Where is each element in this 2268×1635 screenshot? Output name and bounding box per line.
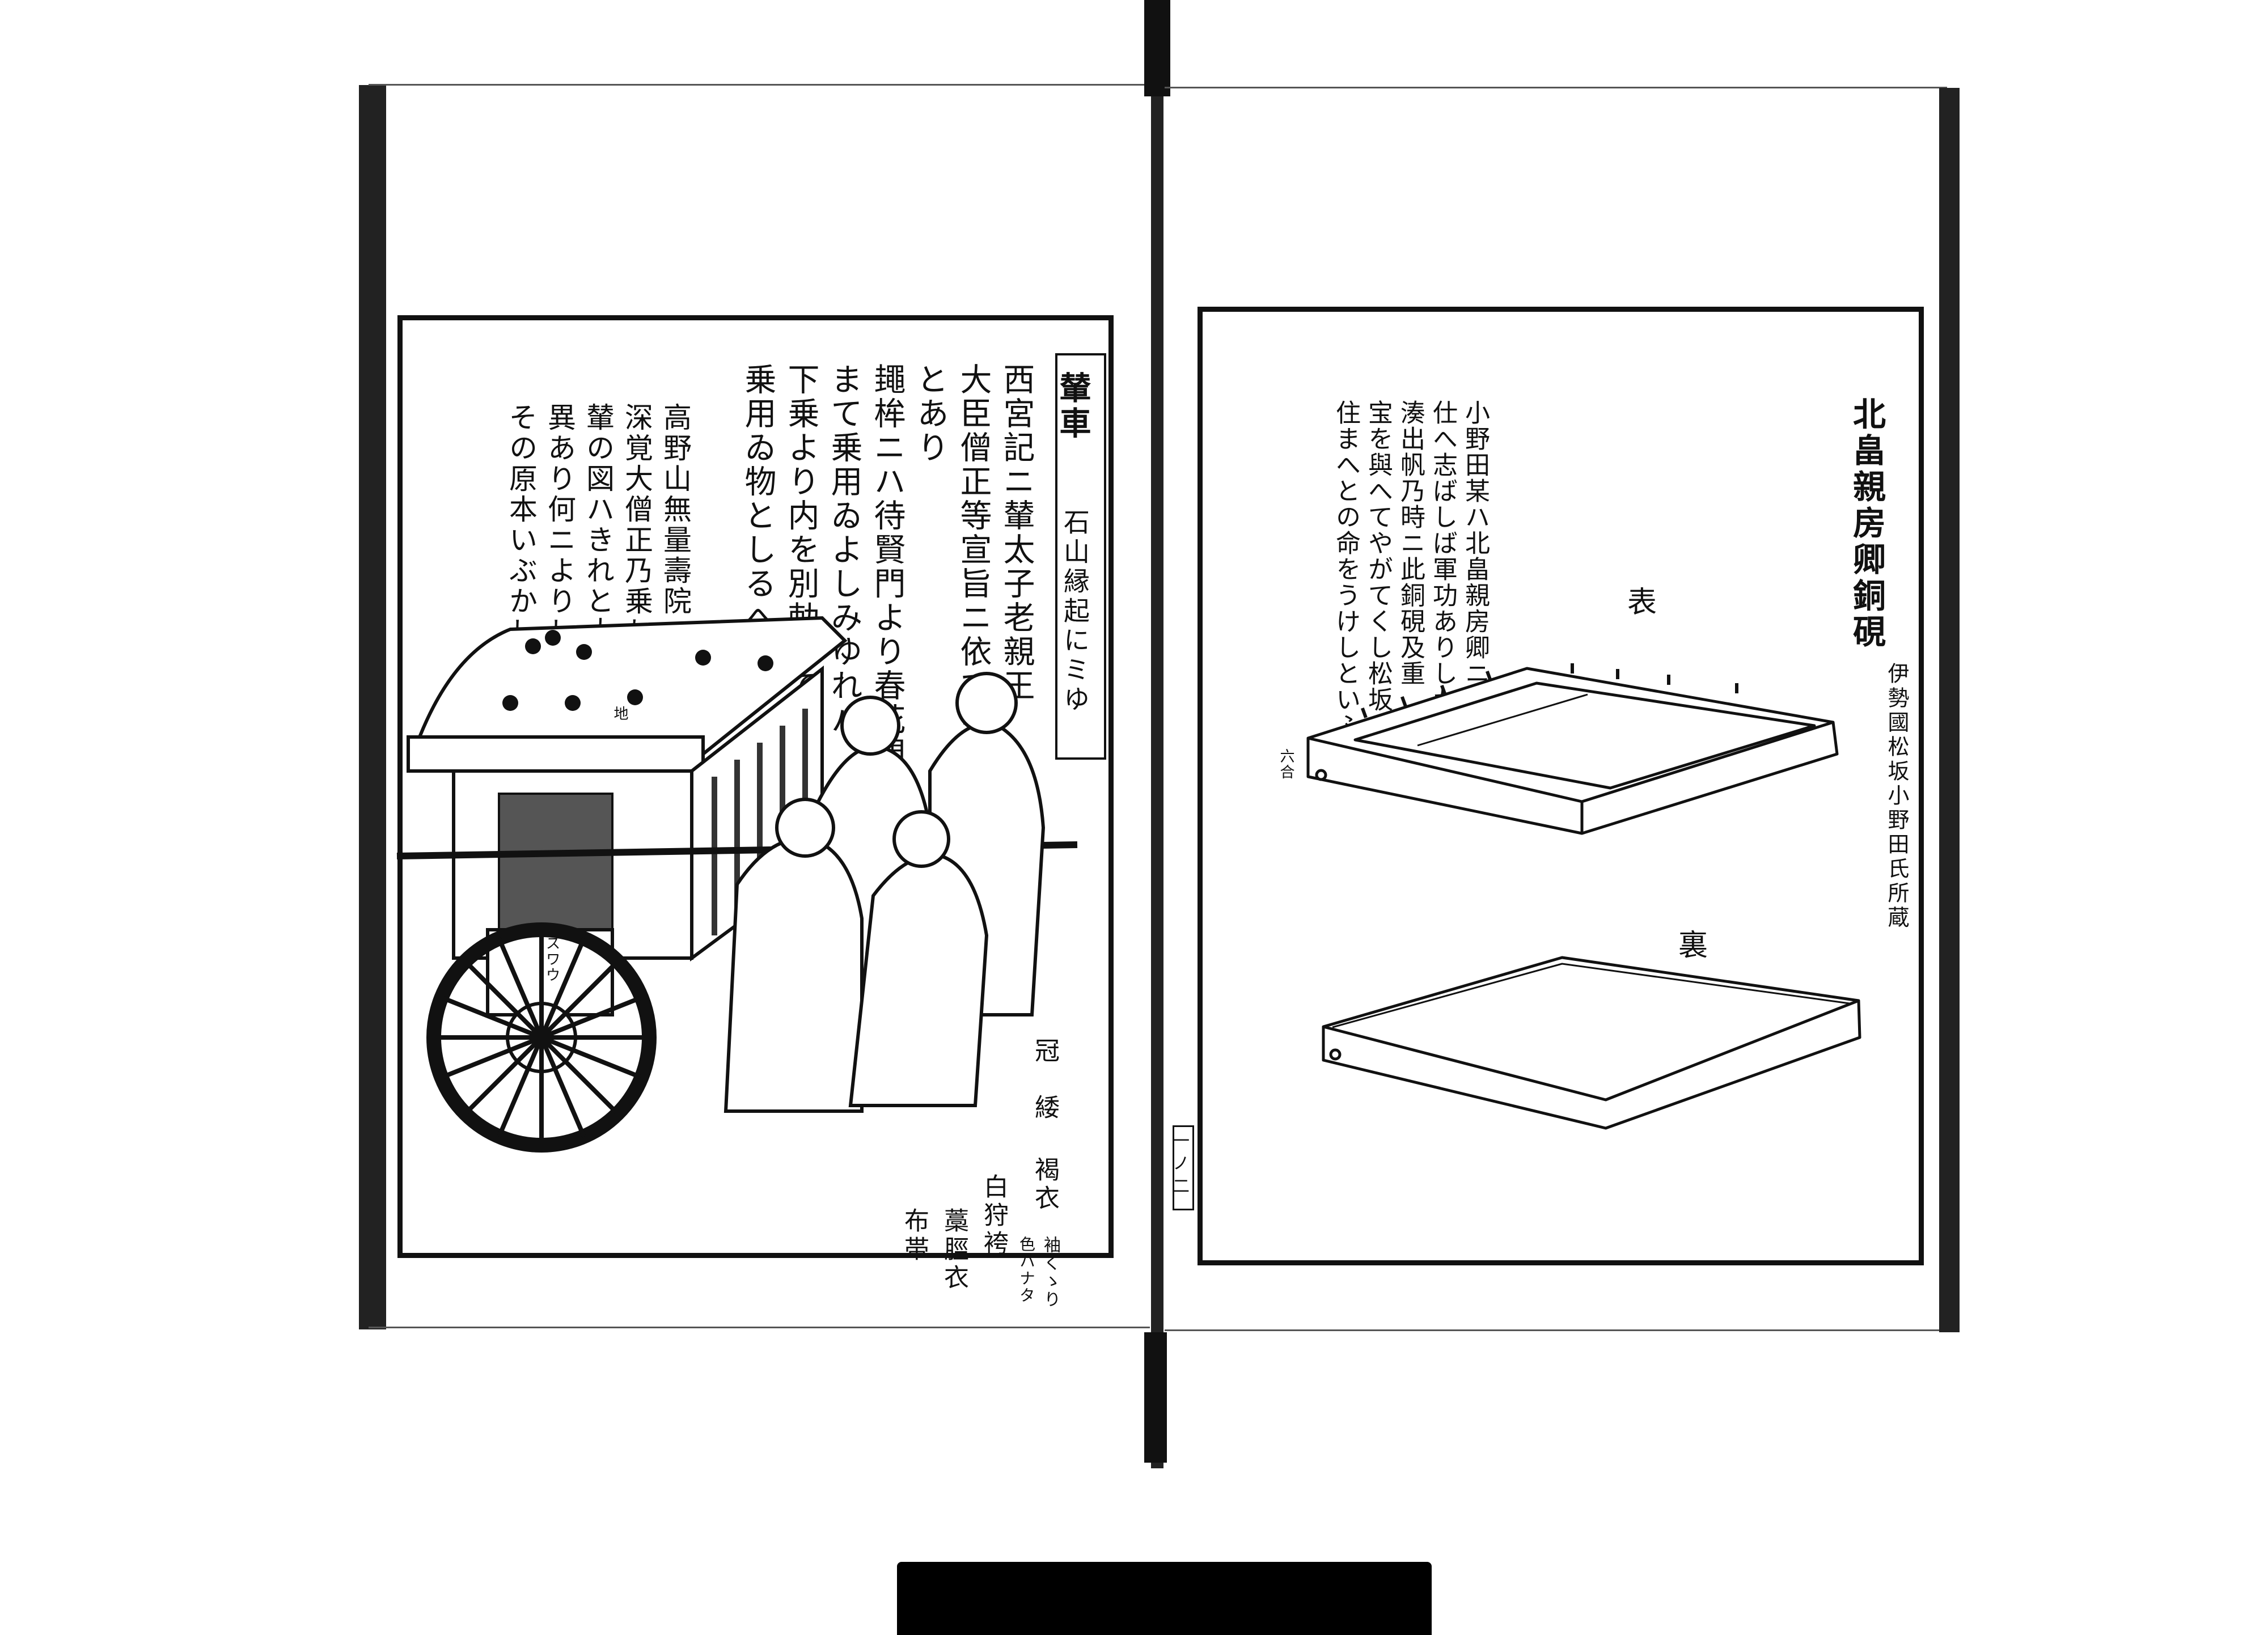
left-page-bottom-edge bbox=[369, 1327, 1150, 1328]
text-line: 宝を與へてやがてくし松坂ニ bbox=[1364, 400, 1393, 739]
owner-note: 伊勢國松坂小野田氏所蔵 bbox=[1884, 662, 1909, 930]
label-shirokarihakama: 白狩袴 bbox=[979, 1174, 1008, 1259]
attendant-figure bbox=[848, 853, 989, 1107]
label-kachie: 褐衣 bbox=[1030, 1157, 1059, 1213]
measure-marks bbox=[1361, 663, 1738, 718]
gutter-bottom-block bbox=[1144, 1332, 1167, 1463]
right-page-edge bbox=[1939, 88, 1960, 1332]
inkstone-title: 北畠親房卿銅硯 bbox=[1847, 397, 1886, 651]
title-heading: 輦車 bbox=[1054, 371, 1091, 442]
right-page-top-edge bbox=[1165, 87, 1947, 88]
attendant-head bbox=[955, 672, 1018, 734]
carriage-roof bbox=[417, 616, 848, 756]
attendant-figures bbox=[723, 672, 1046, 1113]
text-line: 西宮記ニ輦太子老親王 bbox=[998, 363, 1035, 703]
carriage-side-blinds bbox=[712, 709, 808, 935]
left-page-top-edge bbox=[369, 84, 1150, 86]
attendant-head bbox=[892, 810, 950, 868]
page-number-box: 一ノ二 bbox=[1169, 1125, 1194, 1210]
wheel-spokes bbox=[434, 930, 649, 1145]
measure-label: 六合 bbox=[1277, 748, 1294, 780]
gutter-top-block bbox=[1144, 0, 1170, 96]
back-label: 裏 bbox=[1678, 929, 1708, 963]
inkstone-back-view bbox=[1322, 956, 1861, 1130]
center-gutter-line bbox=[1151, 0, 1163, 1468]
text-line: 小野田某ハ北畠親房卿ニ bbox=[1461, 400, 1490, 687]
right-illustration-frame bbox=[1198, 307, 1924, 1265]
left-illustration-frame bbox=[397, 315, 1114, 1258]
label-sodekukuri: 袖くゝり bbox=[1040, 1236, 1060, 1308]
left-page-spine-edge bbox=[359, 85, 386, 1329]
carriage-description: 西宮記ニ輦太子老親王 大臣僧正等宣旨ニ依て乗 とあり 䵷桙ニハ待賢門より春花門 … bbox=[736, 363, 1038, 771]
attendant-head bbox=[775, 798, 835, 858]
label-color: 色ハナタ bbox=[1017, 1236, 1036, 1304]
carriage-eave bbox=[407, 735, 705, 773]
carriage-label-sudare: スワウ bbox=[543, 935, 560, 983]
text-line: 高野山無量壽院 bbox=[659, 403, 692, 617]
inkstone-front-view bbox=[1306, 667, 1839, 835]
title-box: 輦車 石山縁起にミゆ bbox=[1054, 353, 1106, 760]
text-line: 乗用ゐ物としるへし bbox=[739, 363, 776, 669]
text-line: 住まへとの命をうけしといふ bbox=[1331, 400, 1360, 739]
inkstone-description: 小野田某ハ北畠親房卿ニ 仕へ志ばしば軍功ありしかバ大 湊出帆乃時ニ此銅硯及重 宝… bbox=[1330, 400, 1491, 765]
label-nunoobi: 布帯 bbox=[900, 1208, 929, 1264]
right-page-bottom-edge bbox=[1165, 1329, 1947, 1331]
carriage-blind bbox=[498, 793, 613, 942]
label-habaki: 藁脛衣 bbox=[940, 1208, 968, 1293]
label-kanmuri: 冠 bbox=[1030, 1037, 1059, 1066]
scan-bottom-bar bbox=[897, 1562, 1432, 1635]
title-source: 石山縁起にミゆ bbox=[1060, 509, 1090, 715]
text-line: とあり bbox=[912, 363, 949, 465]
text-line: まて乗用ゐよしみゆれバ bbox=[826, 363, 862, 737]
page-number: 一ノ二 bbox=[1169, 1132, 1189, 1200]
text-line: その原本いぶかし bbox=[505, 403, 538, 647]
text-line: 湊出帆乃時ニ此銅硯及重 bbox=[1396, 400, 1425, 687]
label-oikake: 緌 bbox=[1030, 1094, 1059, 1123]
carriage-label-ground: 地 bbox=[611, 706, 628, 722]
attendant-head bbox=[840, 696, 900, 756]
front-label: 表 bbox=[1627, 586, 1657, 620]
